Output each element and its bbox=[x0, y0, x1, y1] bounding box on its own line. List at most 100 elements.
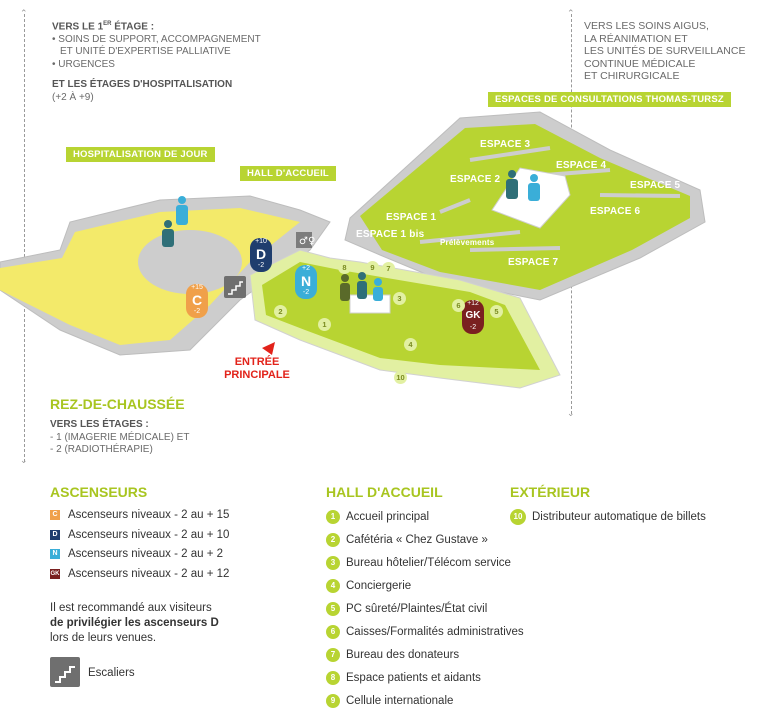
elevator-gk-top: +12 bbox=[467, 300, 479, 307]
ground-floor-info: VERS LES ÉTAGES : - 1 (IMAGERIE MÉDICALE… bbox=[50, 419, 189, 457]
ascenseurs-title: ASCENSEURS bbox=[50, 484, 148, 500]
espace-1-label: ESPACE 1 bbox=[386, 212, 437, 223]
map-number-5: 5 bbox=[490, 305, 503, 318]
top-left-info: VERS LE 1ER ÉTAGE : • SOINS DE SUPPORT, … bbox=[52, 18, 292, 104]
legend-elevator-label: Ascenseurs niveaux - 2 au + 2 bbox=[68, 548, 224, 560]
hall-item-label: Conciergerie bbox=[346, 580, 412, 592]
espace-2-label: ESPACE 2 bbox=[450, 174, 501, 185]
legend-elevator-d: D Ascenseurs niveaux - 2 au + 10 bbox=[50, 527, 229, 543]
elevator-d-swatch: D bbox=[50, 529, 60, 540]
espace-1bis-label: ESPACE 1 bis bbox=[356, 229, 425, 240]
hall-item-6: 6 Caisses/Formalités administratives bbox=[326, 624, 524, 640]
recommendation-line: Il est recommandé aux visiteurs bbox=[50, 602, 212, 614]
hall-item-number: 3 bbox=[326, 555, 340, 570]
legend-elevator-label: Ascenseurs niveaux - 2 au + 12 bbox=[68, 568, 230, 580]
elevator-c-marker: +15 C -2 bbox=[186, 284, 208, 318]
elevator-gk-marker: +12 GK -2 bbox=[462, 300, 484, 334]
acute-care-line: LA RÉANIMATION ET bbox=[584, 32, 688, 45]
hall-item-label: Bureau des donateurs bbox=[346, 649, 460, 661]
espace-3-label: ESPACE 3 bbox=[480, 139, 531, 150]
exterieur-title: EXTÉRIEUR bbox=[510, 484, 591, 500]
hall-item-label: Cellule internationale bbox=[346, 695, 454, 707]
first-floor-item: ET UNITÉ D'EXPERTISE PALLIATIVE bbox=[60, 46, 231, 58]
hall-item-7: 7 Bureau des donateurs bbox=[326, 647, 459, 663]
hall-item-number: 7 bbox=[326, 647, 340, 662]
map-number-1: 1 bbox=[318, 318, 331, 331]
reception-desk bbox=[349, 294, 391, 314]
hospitalisation-floors-note: (+2 À +9) bbox=[52, 91, 94, 103]
first-floor-item: • SOINS DE SUPPORT, ACCOMPAGNEMENT bbox=[52, 33, 261, 45]
left-guide-arrow-up: ⌃ bbox=[20, 8, 28, 18]
hall-banner: HALL D'ACCUEIL bbox=[240, 166, 336, 181]
restroom-icon bbox=[296, 232, 312, 248]
map-number-2: 2 bbox=[274, 305, 287, 318]
top-right-info: VERS LES SOINS AIGUS, LA RÉANIMATION ET … bbox=[584, 20, 754, 83]
espace-6-label: ESPACE 6 bbox=[590, 206, 641, 217]
elevator-d-marker: +10 D -2 bbox=[250, 238, 272, 272]
prelevements-label: Prélèvements bbox=[440, 238, 495, 247]
legend-elevator-n: N Ascenseurs niveaux - 2 au + 2 bbox=[50, 546, 223, 562]
legend-stairs-label: Escaliers bbox=[88, 667, 135, 679]
elevator-recommendation: Il est recommandé aux visiteurs de privi… bbox=[50, 601, 290, 646]
ground-floor-line: - 1 (IMAGERIE MÉDICALE) ET bbox=[50, 431, 190, 443]
hall-item-number: 4 bbox=[326, 578, 340, 593]
elevator-n-swatch: N bbox=[50, 548, 60, 559]
hall-item-label: Accueil principal bbox=[346, 511, 430, 523]
map-number-4: 4 bbox=[404, 338, 417, 351]
consultations-banner: ESPACES DE CONSULTATIONS THOMAS-TURSZ bbox=[488, 92, 731, 107]
acute-care-line: VERS LES SOINS AIGUS, bbox=[584, 20, 709, 32]
left-guide-arrow-down: ⌄ bbox=[20, 455, 28, 465]
svg-text:♂♀: ♂♀ bbox=[299, 236, 315, 247]
hall-item-number: 1 bbox=[326, 509, 340, 524]
hall-item-9: 9 Cellule internationale bbox=[326, 693, 453, 709]
hall-item-label: Cafétéria « Chez Gustave » bbox=[346, 534, 488, 546]
elevator-c-swatch: C bbox=[50, 509, 60, 520]
hall-item-3: 3 Bureau hôtelier/Télécom service bbox=[326, 555, 511, 571]
map-number-7: 7 bbox=[382, 262, 395, 275]
first-floor-item: • URGENCES bbox=[52, 58, 115, 70]
elevator-gk-bottom: -2 bbox=[469, 324, 477, 331]
acute-care-line: LES UNITÉS DE SURVEILLANCE bbox=[584, 45, 746, 57]
hall-floor-inner bbox=[262, 262, 540, 370]
entry-arrow bbox=[262, 342, 275, 355]
elevator-d-top: +10 bbox=[255, 238, 267, 245]
exterieur-item-number: 10 bbox=[510, 509, 526, 525]
acute-care-line: ET CHIRURGICALE bbox=[584, 70, 680, 82]
right-guide-arrow-up: ⌃ bbox=[567, 8, 575, 18]
recommendation-line: de privilégier les ascenseurs D bbox=[50, 617, 219, 629]
map-number-6: 6 bbox=[452, 299, 465, 312]
elevator-n-marker: +2 N -2 bbox=[295, 265, 317, 299]
ground-floor-title: REZ-DE-CHAUSSÉE bbox=[50, 396, 185, 412]
acute-care-line: CONTINUE MÉDICALE bbox=[584, 57, 696, 70]
elevator-c-bottom: -2 bbox=[193, 308, 201, 315]
map-number-8: 8 bbox=[338, 261, 351, 274]
elevator-n-top: +2 bbox=[302, 265, 310, 272]
main-entrance-line: ENTRÉE bbox=[234, 356, 280, 368]
hall-item-label: Bureau hôtelier/Télécom service bbox=[346, 557, 511, 569]
first-floor-heading: VERS LE 1ER ÉTAGE : bbox=[52, 21, 155, 33]
hall-item-number: 8 bbox=[326, 670, 340, 685]
map-number-10: 10 bbox=[394, 371, 407, 384]
elevator-gk-swatch: GK bbox=[50, 568, 60, 579]
right-guide-arrow-down: ⌄ bbox=[567, 408, 575, 418]
hall-item-number: 6 bbox=[326, 624, 340, 639]
legend-elevator-gk: GK Ascenseurs niveaux - 2 au + 12 bbox=[50, 566, 229, 582]
hall-item-number: 5 bbox=[326, 601, 340, 616]
hall-legend-title: HALL D'ACCUEIL bbox=[326, 484, 443, 500]
elevator-d-bottom: -2 bbox=[257, 262, 265, 269]
legend-elevator-label: Ascenseurs niveaux - 2 au + 10 bbox=[68, 529, 230, 541]
hall-item-number: 9 bbox=[326, 693, 340, 708]
map-number-9: 9 bbox=[366, 261, 379, 274]
hall-item-1: 1 Accueil principal bbox=[326, 509, 429, 525]
hall-item-label: Caisses/Formalités administratives bbox=[346, 626, 524, 638]
espace-4-label: ESPACE 4 bbox=[556, 160, 607, 171]
espace-7-label: ESPACE 7 bbox=[508, 257, 559, 268]
map-number-3: 3 bbox=[393, 292, 406, 305]
day-hospital-banner: HOSPITALISATION DE JOUR bbox=[66, 147, 215, 162]
espace-5-label: ESPACE 5 bbox=[630, 180, 681, 191]
stairs-map-icon bbox=[224, 276, 246, 298]
